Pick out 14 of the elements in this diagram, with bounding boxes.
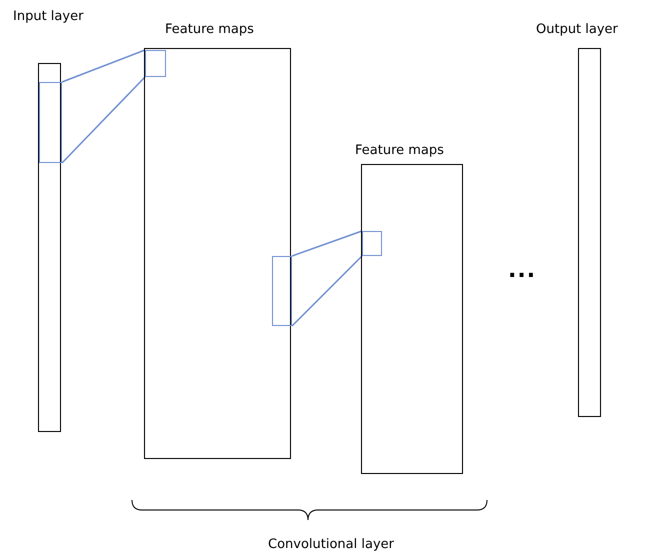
feature-unit-box — [362, 231, 382, 256]
ellipsis: ... — [508, 258, 536, 283]
layer-heading: Input layer — [13, 9, 84, 24]
feature-unit-box — [145, 50, 166, 77]
projection-line — [292, 230, 362, 257]
layer-heading: Feature maps — [165, 22, 254, 37]
group-label: Convolutional layer — [268, 537, 394, 552]
projection-line — [61, 76, 146, 164]
layer-heading: Feature maps — [355, 143, 444, 158]
projection-line — [291, 255, 363, 327]
layer-heading: Output layer — [536, 22, 618, 37]
projection-line — [62, 49, 146, 83]
receptive-field-box — [272, 256, 292, 326]
receptive-field-box — [39, 82, 62, 163]
